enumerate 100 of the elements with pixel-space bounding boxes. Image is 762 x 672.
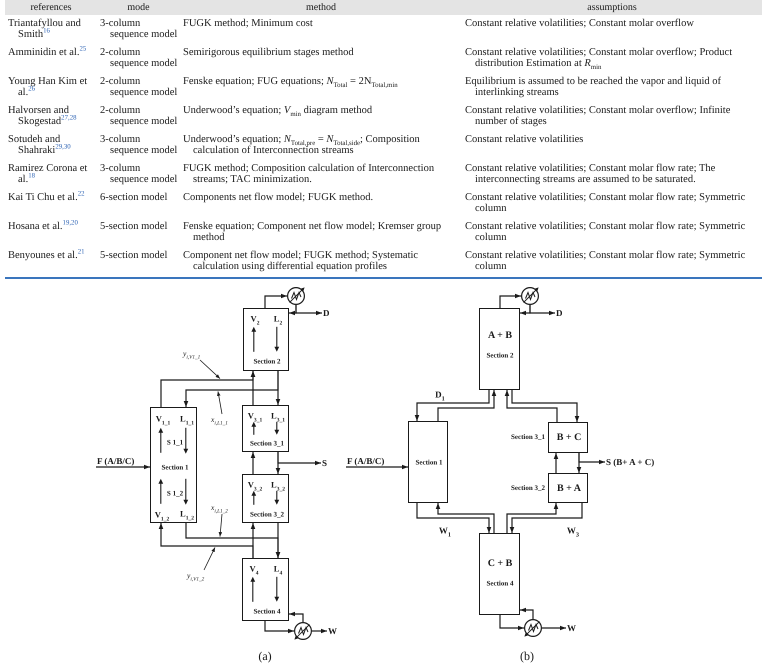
column-header: mode (126, 1, 151, 15)
table-cell-text: Component net flow model; FUGK method; Systematic calculation using differential equation profiles (182, 249, 420, 274)
stream-symbol: L$_{3_2}$ (271, 480, 285, 490)
table-cell-text: Underwood’s equation; V$_{min}$ diagram method (182, 104, 374, 120)
column-section-box (243, 308, 289, 371)
flow-arrow (295, 305, 322, 316)
edge-label: D$_{1}$ (435, 390, 445, 400)
table-cell-text: 2-column sequence model (99, 75, 178, 100)
table-cell-text: Equilibrium is assumed to be reached the vapor and liquid of interlinking streams (464, 75, 722, 100)
table-cell-text: 5-section model (99, 220, 168, 234)
leader-arrow (200, 360, 220, 379)
stream-symbol: V$_{1_2}$ (154, 510, 170, 520)
heat-exchanger-icon (520, 286, 540, 306)
column-section-box (150, 407, 197, 523)
heat-exchanger-icon (286, 286, 306, 306)
component-label: C + B (488, 559, 512, 569)
flow-arrow (504, 390, 558, 422)
table-cell-text: Fenske equation; FUG equations; N$_{Total}$ = 2N$_{Total,min}$ (182, 75, 399, 92)
table-cell-text: 2-column sequence model (99, 104, 178, 129)
table-cell-text: Constant relative volatilities; Constant molar overflow; Infinite number of stages (464, 104, 732, 129)
stream-label: W (327, 625, 338, 637)
flow-arrow (506, 503, 558, 533)
flow-arrow (529, 305, 555, 316)
table-cell-text: Sotudeh and Shahraki$^{29,30}$ (7, 133, 72, 158)
stream-symbol: L$_{1_2}$ (180, 510, 194, 518)
table-cell-text: Constant relative volatilities; Constant molar flow rate; Symmetric column (464, 249, 746, 274)
component-label: A + B (488, 331, 512, 341)
flow-arrow (436, 503, 495, 533)
table-cell-text: 3-column sequence model (99, 162, 178, 187)
table-cell-text: Benyounes et al.$^{21}$ (7, 248, 86, 263)
flow-arrow (437, 390, 496, 421)
flow-arrow (414, 390, 490, 421)
heat-exchanger-icon (293, 621, 313, 641)
table-cell-text: Kai Ti Chu et al.$^{22}$ (7, 190, 86, 205)
table-cell-text: 5-section model (99, 249, 168, 263)
flow-arrow (416, 503, 492, 533)
panel-caption: (b) (520, 650, 534, 662)
table-cell-text: 6-section model (99, 191, 168, 205)
stream-symbol: L$_{1_1}$ (180, 414, 194, 424)
flow-arrow (499, 615, 524, 630)
flow-arrow (184, 371, 279, 407)
leader-arrow (204, 547, 216, 570)
flow-arrow (96, 464, 150, 470)
stream-label: F (A/B/C) (96, 455, 136, 467)
flow-arrow (511, 390, 580, 422)
panel-caption: (a) (258, 650, 272, 662)
stream-symbol: V$_{3_2}$ (248, 480, 262, 490)
table-cell-text: Hosana et al.$^{19,20}$ (7, 218, 79, 234)
column-section-box (479, 308, 520, 390)
flow-arrow (346, 464, 408, 470)
stream-label: S (321, 457, 328, 469)
stream-symbol: V$_{4}$ (250, 564, 258, 574)
flow-arrow (185, 523, 280, 558)
table-cell-text: 3-column sequence model (99, 17, 178, 42)
column-section-box (242, 558, 289, 621)
table-cell-text: Components net flow model; FUGK method. (182, 191, 374, 205)
flow-arrow (510, 503, 583, 533)
column-header: references (29, 1, 73, 15)
table-cell-text: FUGK method; Minimum cost (182, 17, 314, 31)
column-header: method (305, 1, 337, 15)
flow-arrow (158, 523, 254, 558)
column-section-box (242, 405, 289, 452)
stream-label: W (566, 622, 577, 634)
flow-arrow (542, 626, 566, 630)
stream-symbol: L$_{3_1}$ (271, 412, 285, 420)
column-section-box (548, 473, 588, 503)
flow-arrow (499, 294, 521, 308)
column-section-box (479, 533, 520, 615)
stream-label: D (555, 307, 564, 319)
stream-label: D (322, 307, 330, 319)
table-cell-text: Constant relative volatilities; Constant molar flow rate; The interconnecting streams are assumed to be saturated. (464, 162, 716, 187)
flow-arrow (250, 452, 256, 474)
component-label: B + C (556, 433, 582, 443)
table-cell-text: Young Han Kim et al.$^{26}$ (7, 75, 88, 100)
heat-exchanger-icon (523, 618, 543, 638)
table-cell-text: Fenske equation; Component net flow model; Kremser group method (182, 220, 442, 245)
edge-label: W$_{1}$ (438, 526, 452, 536)
table-cell-text: Constant relative volatilities; Constant molar overflow (464, 17, 695, 31)
table-cell-text: Amminidin et al.$^{25}$ (7, 44, 88, 60)
flow-arrow (160, 371, 256, 407)
table-cell-text: FUGK method; Composition calculation of Interconnection streams; TAC minimization. (182, 162, 436, 187)
table-cell-text: 3-column sequence model (99, 133, 178, 158)
table-cell-text: Constant relative volatilities; Constant molar flow rate; Symmetric column (464, 191, 746, 216)
flow-arrow (554, 453, 558, 473)
flow-arrow (264, 294, 287, 308)
stream-symbol: V$_{1_1}$ (156, 414, 170, 424)
table-cell-text: Semirigorous equilibrium stages method (182, 46, 355, 60)
column-section-box (242, 474, 289, 523)
table-cell-text: Constant relative volatilities; Constant molar overflow; Product distribution Estimation at R$_{min}$ (464, 46, 734, 73)
table-cell-text: Ramirez Corona et al.$^{18}$ (7, 162, 88, 187)
column-header: assumptions (586, 1, 638, 15)
flow-arrow (277, 452, 321, 466)
stream-symbol: L$_{4}$ (274, 564, 282, 574)
flow-arrow (289, 612, 304, 622)
column-section-box (408, 421, 448, 503)
leader-arrow (217, 391, 222, 414)
stream-label: S (B+ A + C) (605, 456, 656, 468)
stream-symbol: L$_{2}$ (274, 314, 282, 324)
stream-symbol: V$_{3_1}$ (248, 412, 262, 420)
table-cell-text: Constant relative volatilities; Constant molar flow rate; Symmetric column (464, 220, 746, 245)
